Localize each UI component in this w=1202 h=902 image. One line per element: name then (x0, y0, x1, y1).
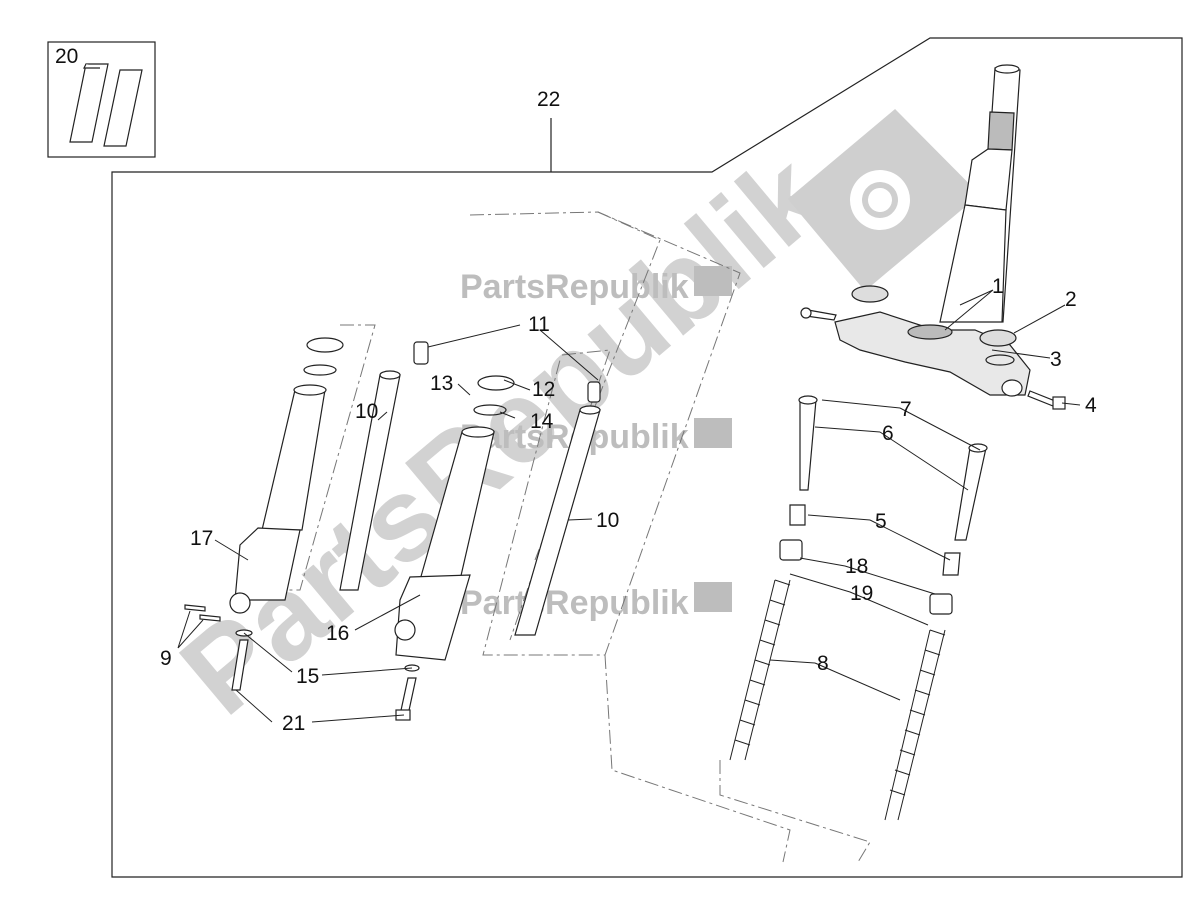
part-17-fork-slider (229, 384, 327, 614)
part-6-rods (798, 395, 988, 541)
callout-21: 21 (282, 712, 305, 735)
callout-14: 14 (530, 410, 554, 433)
kit-box-20 (47, 41, 156, 158)
watermark-gear-logo (787, 109, 980, 291)
part-8-main-springs (729, 579, 946, 821)
part-18-bushings (779, 539, 953, 615)
watermark-small-logo-2 (694, 418, 732, 448)
watermark-small-text-1: PartsRepublik (460, 268, 689, 306)
callout-19: 19 (850, 582, 873, 605)
callout-1: 1 (992, 275, 1004, 298)
callout-13: 13 (430, 372, 453, 395)
watermark-layer: PartsRepublik PartsRepublik PartsRepubli… (157, 109, 980, 740)
callout-15: 15 (296, 665, 319, 688)
callout-12: 12 (532, 378, 555, 401)
frames (47, 37, 1183, 878)
watermark-small-text-3: PartsRepublik (460, 584, 689, 622)
callout-10a: 10 (355, 400, 378, 423)
part-20-sleeves (69, 63, 143, 147)
part-16-fork-slider (394, 426, 495, 661)
part-11-bushings (413, 341, 601, 403)
callout-labels: 1 2 3 4 7 6 5 18 19 8 11 12 13 14 10 10 … (55, 45, 1097, 735)
callout-11: 11 (528, 313, 550, 336)
callout-8: 8 (817, 652, 829, 675)
callout-6: 6 (882, 422, 894, 445)
callout-20: 20 (55, 45, 78, 68)
part-4-bolt (1027, 390, 1066, 410)
callout-4: 4 (1085, 394, 1097, 417)
watermark-small-logo-1 (694, 266, 732, 296)
callout-3: 3 (1050, 348, 1062, 371)
watermark-small-logo-3 (694, 582, 732, 612)
callout-22: 22 (537, 88, 560, 111)
callout-16: 16 (326, 622, 349, 645)
callout-17: 17 (190, 527, 213, 550)
leader-lines (177, 289, 1081, 723)
part-10-stanchion-tubes (339, 370, 601, 636)
callout-18: 18 (845, 555, 868, 578)
part-12-13-14-seals (303, 337, 515, 416)
callout-2: 2 (1065, 288, 1077, 311)
callout-9: 9 (160, 647, 172, 670)
assembly-frame-22 (111, 37, 1183, 878)
callout-7: 7 (900, 398, 912, 421)
callout-10b: 10 (596, 509, 619, 532)
callout-5: 5 (875, 510, 887, 533)
